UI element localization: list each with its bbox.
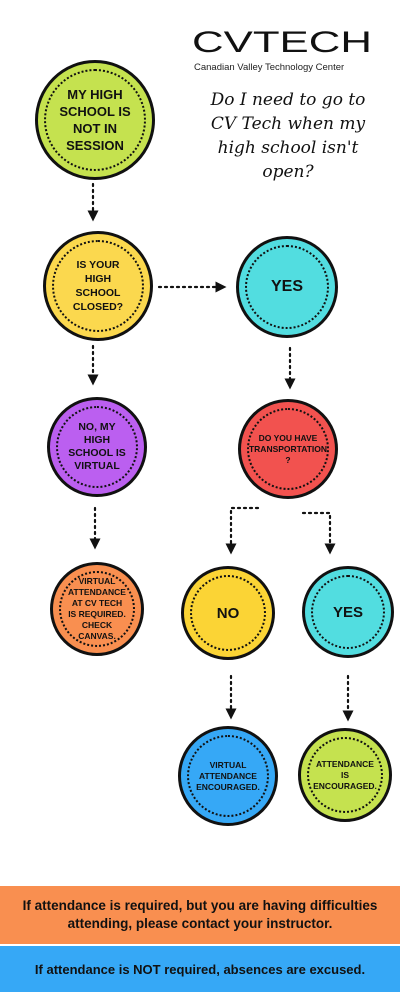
logo-subtitle: Canadian Valley Technology Center [194, 62, 345, 73]
required-note-text: If attendance is required, but you are h… [22, 898, 378, 931]
node-label: VIRTUAL ATTENDANCE AT CV TECH IS REQUIRE… [68, 576, 126, 641]
node-label: IS YOUR HIGH SCHOOL CLOSED? [72, 259, 124, 313]
arrow-transportation-to-yes [301, 511, 336, 555]
node-no-virtual: NO, MY HIGH SCHOOL IS VIRTUAL [47, 397, 147, 497]
cvtech-logo: CVTECH Canadian Valley Technology Center [192, 26, 374, 73]
node-label: YES [270, 278, 303, 295]
node-label: DO YOU HAVE TRANSPORTATION ? [248, 432, 328, 465]
node-is-school-closed: IS YOUR HIGH SCHOOL CLOSED? [43, 231, 153, 341]
not-required-note-text: If attendance is NOT required, absences … [34, 961, 366, 977]
arrow-transportation-to-no [225, 506, 260, 555]
node-no-transportation: NO [181, 566, 275, 660]
node-label: ATTENDANCE IS ENCOURAGED. [313, 758, 377, 791]
not-required-note-banner: If attendance is NOT required, absences … [0, 946, 400, 992]
required-note-banner: If attendance is required, but you are h… [0, 886, 400, 944]
question-line: open? [262, 162, 314, 182]
node-label: VIRTUAL ATTENDANCE ENCOURAGED. [196, 759, 260, 792]
node-transportation: DO YOU HAVE TRANSPORTATION ? [238, 399, 338, 499]
logo-text: CVTECH [192, 26, 372, 56]
main-question: Do I need to go to CV Tech when my high … [192, 88, 384, 184]
node-attendance-encouraged: ATTENDANCE IS ENCOURAGED. [298, 728, 392, 822]
node-label: NO, MY HIGH SCHOOL IS VIRTUAL [68, 421, 126, 472]
node-yes-transportation: YES [302, 566, 394, 658]
node-label: MY HIGH SCHOOL IS NOT IN SESSION [59, 87, 131, 153]
node-label: NO [216, 604, 240, 622]
node-yes-closed: YES [236, 236, 338, 338]
question-line: CV Tech when my [210, 114, 366, 134]
node-not-in-session: MY HIGH SCHOOL IS NOT IN SESSION [35, 60, 155, 180]
node-label: YES [332, 603, 363, 621]
question-line: high school isn't [217, 138, 359, 158]
node-virtual-required: VIRTUAL ATTENDANCE AT CV TECH IS REQUIRE… [50, 562, 144, 656]
cvtech-logo-mark: CVTECH [192, 26, 372, 56]
question-line: Do I need to go to [210, 90, 366, 110]
node-virtual-encouraged: VIRTUAL ATTENDANCE ENCOURAGED. [178, 726, 278, 826]
